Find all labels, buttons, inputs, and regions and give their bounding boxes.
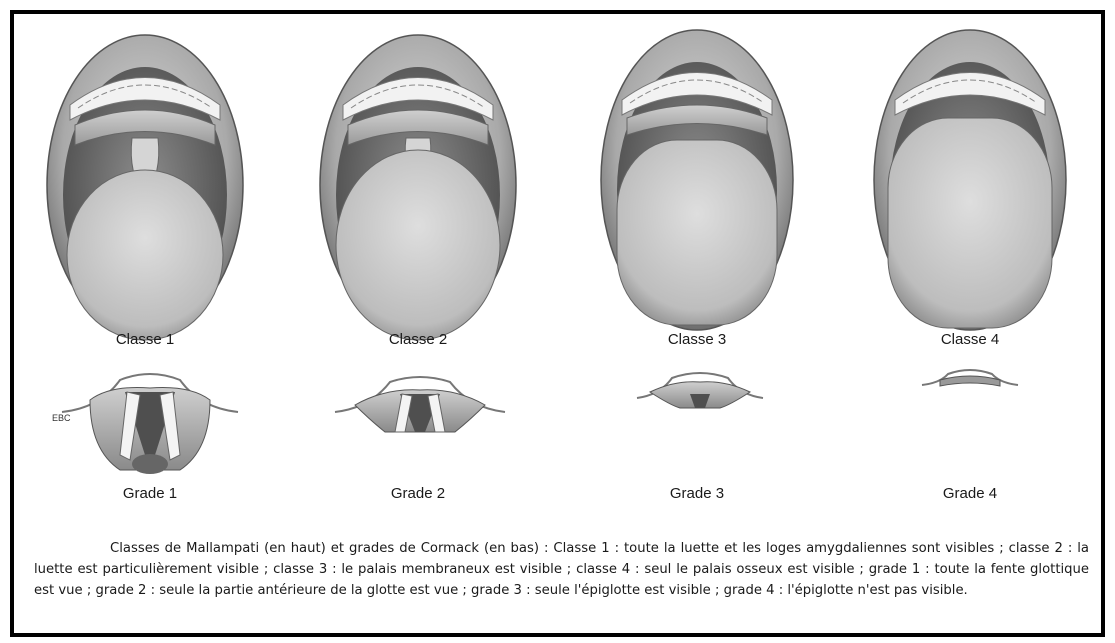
mallampati-class-2-drawing	[320, 35, 516, 340]
cormack-grade-3-drawing	[637, 373, 763, 408]
mallampati-label-1: Classe 1	[65, 331, 225, 348]
cormack-grade-1-drawing	[62, 374, 238, 474]
mallampati-class-3-drawing	[601, 30, 793, 330]
cormack-label-1: Grade 1	[70, 485, 230, 502]
cormack-grade-4-drawing	[922, 370, 1018, 386]
mallampati-class-4-drawing	[874, 30, 1066, 330]
cormack-label-2: Grade 2	[338, 485, 498, 502]
cormack-grade-2-drawing	[335, 377, 505, 432]
ebc-label: EBC	[52, 413, 71, 423]
mallampati-class-1-drawing	[47, 35, 243, 340]
mallampati-label-4: Classe 4	[890, 331, 1050, 348]
cormack-label-4: Grade 4	[890, 485, 1050, 502]
mallampati-label-2: Classe 2	[338, 331, 498, 348]
caption-text: Classes de Mallampati (en haut) et grade…	[34, 541, 1089, 598]
mallampati-label-3: Classe 3	[617, 331, 777, 348]
cormack-label-3: Grade 3	[617, 485, 777, 502]
figure-caption: Classes de Mallampati (en haut) et grade…	[34, 538, 1089, 601]
